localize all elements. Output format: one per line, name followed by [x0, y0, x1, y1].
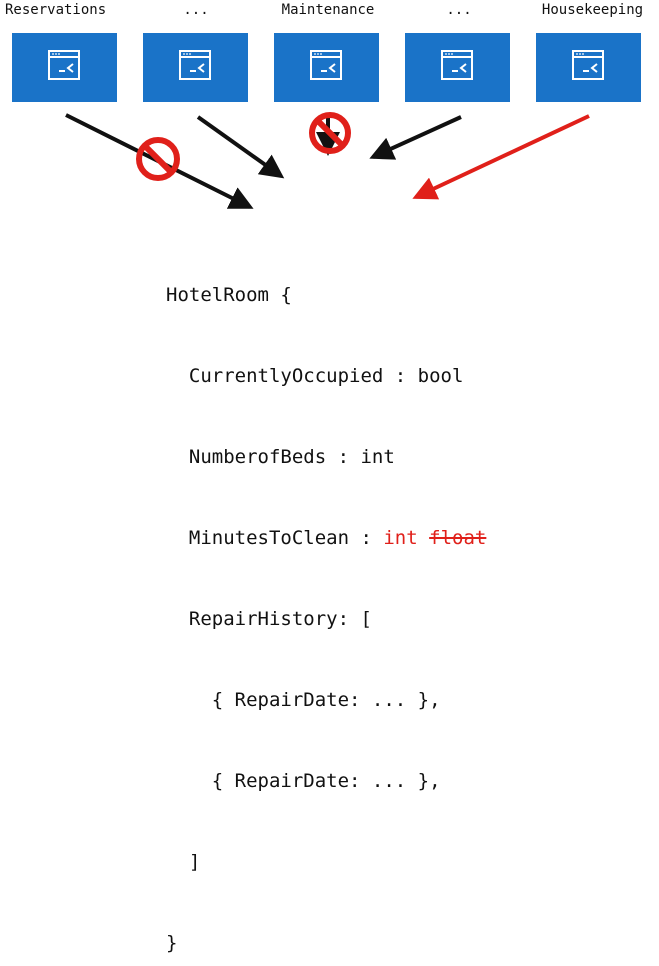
code-line-close: } — [166, 932, 178, 954]
code-line-open: HotelRoom { — [166, 284, 292, 306]
code-line-item-1: { RepairDate: ... }, — [166, 687, 486, 714]
arrow-housekeeping — [412, 114, 590, 200]
code-line-repair-history: RepairHistory: [ — [166, 606, 486, 633]
field-number-of-beds: NumberofBeds : int — [188, 446, 395, 468]
arrow-ellipsis-1 — [196, 115, 285, 179]
service-box-maintenance — [274, 33, 379, 102]
terminal-window-icon — [572, 50, 604, 80]
forbidden-sign-icon — [309, 112, 351, 154]
repair-item-1: { RepairDate: ... }, — [211, 689, 441, 711]
service-label-reservations: Reservations — [5, 2, 107, 18]
service-label-ellipsis-2: ... — [446, 2, 472, 18]
new-type-int: int — [383, 527, 418, 549]
repair-item-2: { RepairDate: ... }, — [211, 770, 441, 792]
code-line-item-2: { RepairDate: ... }, — [166, 768, 486, 795]
code-line-beds: NumberofBeds : int — [166, 444, 486, 471]
arrow-ellipsis-2 — [369, 115, 462, 160]
old-type-float-struck: float — [429, 527, 487, 549]
forbidden-sign-icon — [136, 137, 180, 181]
terminal-window-icon — [310, 50, 342, 80]
service-box-reservations — [12, 33, 117, 102]
terminal-window-icon — [441, 50, 473, 80]
field-repair-history: RepairHistory: [ — [188, 608, 372, 630]
array-close-bracket: ] — [188, 851, 201, 873]
field-currently-occupied: CurrentlyOccupied : bool — [188, 365, 464, 387]
service-label-maintenance: Maintenance — [281, 2, 375, 18]
arrows-layer — [65, 112, 590, 209]
service-box-housekeeping — [536, 33, 641, 102]
code-line-array-close: ] — [166, 849, 486, 876]
code-line-occupied: CurrentlyOccupied : bool — [166, 363, 486, 390]
service-box-ellipsis-2 — [405, 33, 510, 102]
service-label-housekeeping: Housekeeping — [541, 2, 644, 18]
code-line-minutes: MinutesToClean : int float — [166, 525, 486, 552]
terminal-window-icon — [48, 50, 80, 80]
service-box-ellipsis-1 — [143, 33, 248, 102]
terminal-window-icon — [179, 50, 211, 80]
service-label-ellipsis-1: ... — [183, 2, 209, 18]
hotelroom-schema-code: HotelRoom { CurrentlyOccupied : bool Num… — [166, 228, 486, 966]
field-minutes-to-clean: MinutesToClean : — [188, 527, 384, 549]
